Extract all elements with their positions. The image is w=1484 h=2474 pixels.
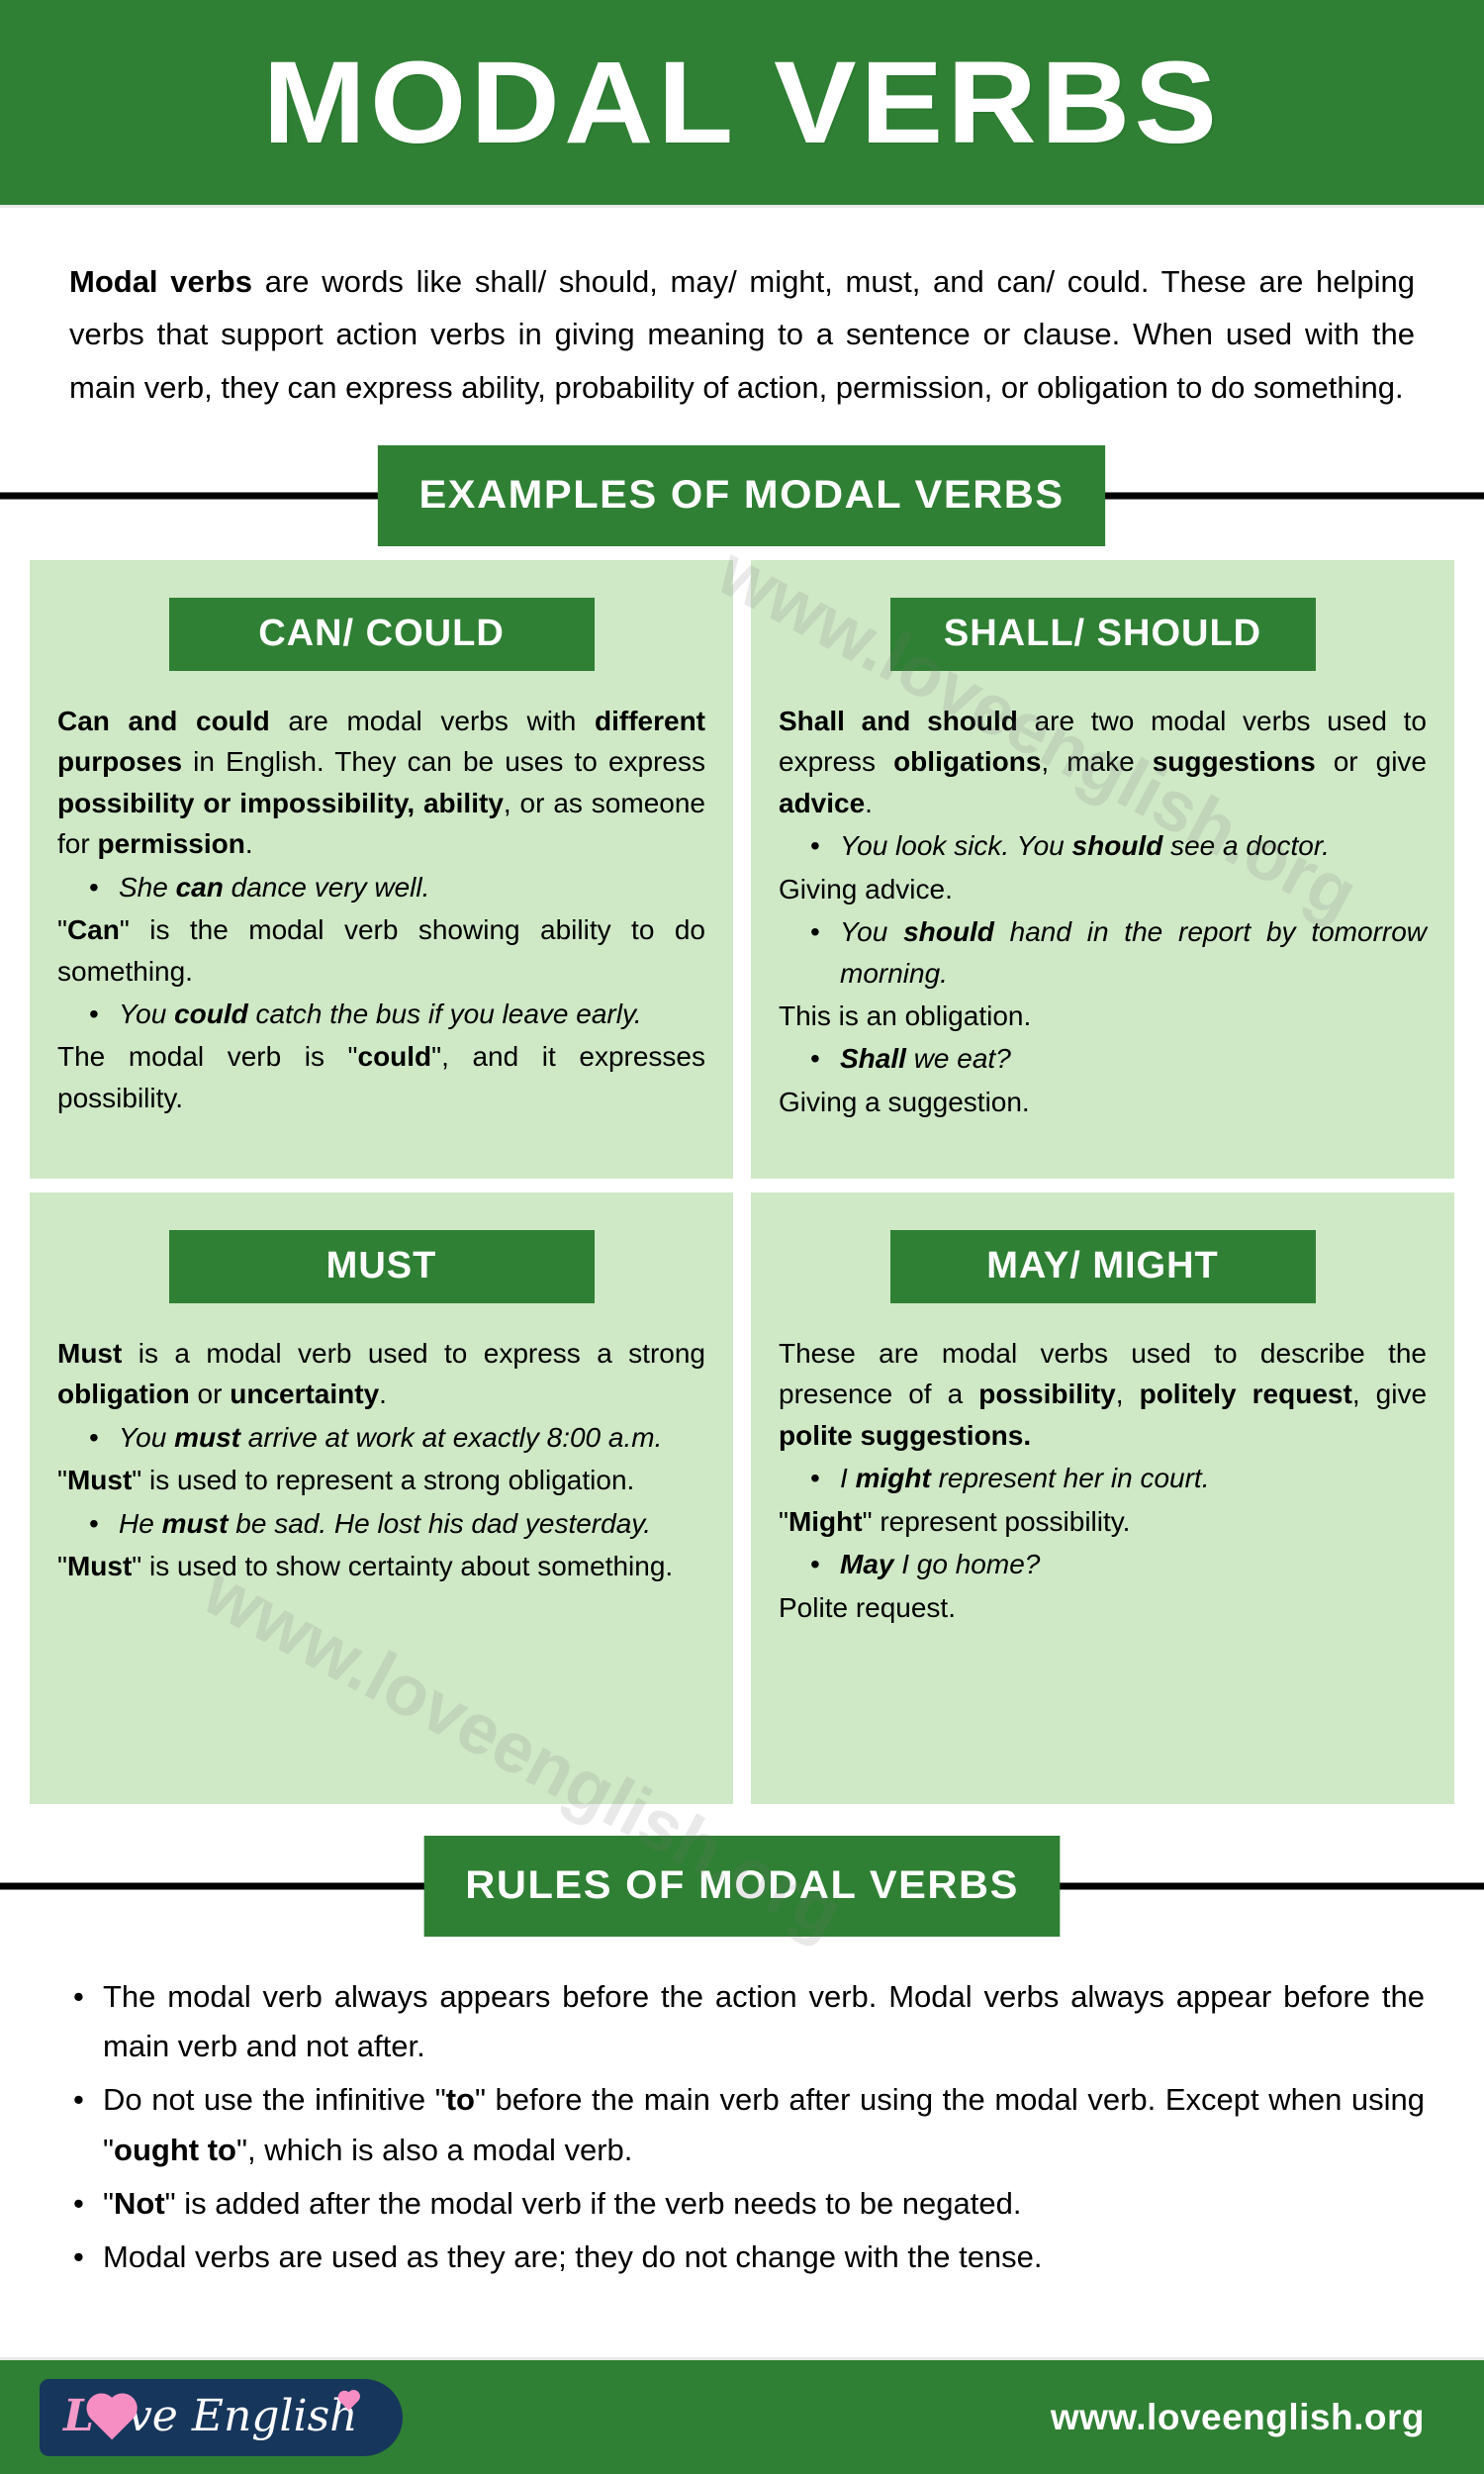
example-bullet: He must be sad. He lost his dad yesterda… xyxy=(57,1503,705,1544)
example-bullet: You should hand in the report by tomorro… xyxy=(779,911,1427,994)
examples-section-banner: EXAMPLES OF MODAL VERBS xyxy=(0,441,1484,550)
intro-paragraph: Modal verbs are words like shall/ should… xyxy=(69,255,1415,414)
example-bullet: You could catch the bus if you leave ear… xyxy=(57,994,705,1034)
example-bullet: You must arrive at work at exactly 8:00 … xyxy=(57,1417,705,1458)
rule-item: Do not use the infinitive "to" before th… xyxy=(59,2075,1425,2174)
card-title-may-might: MAY/ MIGHT xyxy=(889,1229,1316,1303)
card-may-might: MAY/ MIGHT These are modal verbs used to… xyxy=(751,1191,1454,1804)
examples-banner-label: EXAMPLES OF MODAL VERBS xyxy=(378,444,1106,546)
footer-website-url[interactable]: www.loveenglish.org xyxy=(1050,2396,1425,2437)
modal-verb-cards-grid: CAN/ COULD Can and could are modal verbs… xyxy=(30,559,1454,1804)
explanation-paragraph: Polite request. xyxy=(779,1591,956,1623)
card-body-may-might: These are modal verbs used to describe t… xyxy=(779,1333,1427,1628)
card-title-can-could: CAN/ COULD xyxy=(168,597,595,671)
explanation-paragraph: Can and could are modal verbs with diffe… xyxy=(57,705,705,860)
explanation-paragraph: Shall and should are two modal verbs use… xyxy=(779,705,1428,818)
explanation-paragraph: "Might" represent possibility. xyxy=(779,1505,1131,1537)
rule-item: "Not" is added after the modal verb if t… xyxy=(59,2179,1425,2229)
explanation-paragraph: This is an obligation. xyxy=(779,1000,1032,1031)
card-title-must: MUST xyxy=(168,1229,595,1303)
card-can-could: CAN/ COULD Can and could are modal verbs… xyxy=(30,559,733,1179)
rules-section-banner: RULES OF MODAL VERBS xyxy=(0,1832,1484,1941)
example-bullet: You look sick. You should see a doctor. xyxy=(779,825,1427,866)
rule-item: The modal verb always appears before the… xyxy=(59,1972,1425,2071)
page-title: MODAL VERBS xyxy=(262,37,1222,168)
example-bullet: May I go home? xyxy=(779,1544,1427,1584)
explanation-paragraph: "Must" is used to represent a strong obl… xyxy=(57,1465,635,1496)
card-title-shall-should: SHALL/ SHOULD xyxy=(889,597,1316,671)
example-bullet: She can dance very well. xyxy=(57,867,705,907)
card-body-can-could: Can and could are modal verbs with diffe… xyxy=(57,701,705,1118)
logo-rest-text: ve English xyxy=(127,2390,358,2441)
explanation-paragraph: Giving a suggestion. xyxy=(779,1086,1030,1117)
heart-icon xyxy=(90,2397,134,2439)
explanation-paragraph: "Must" is used to show certainty about s… xyxy=(57,1551,674,1582)
header-bar: MODAL VERBS xyxy=(0,0,1484,208)
explanation-paragraph: Must is a modal verb used to express a s… xyxy=(57,1337,705,1410)
example-bullet: I might represent her in court. xyxy=(779,1458,1427,1498)
card-shall-should: SHALL/ SHOULD Shall and should are two m… xyxy=(751,559,1454,1179)
explanation-paragraph: Giving advice. xyxy=(779,873,953,904)
intro-text: are words like shall/ should, may/ might… xyxy=(69,264,1415,405)
rules-banner-label: RULES OF MODAL VERBS xyxy=(423,1835,1061,1937)
explanation-paragraph: These are modal verbs used to describe t… xyxy=(779,1337,1428,1451)
example-bullet: Shall we eat? xyxy=(779,1038,1427,1079)
explanation-paragraph: The modal verb is "could", and it expres… xyxy=(57,1041,705,1113)
rules-list: The modal verb always appears before the… xyxy=(59,1972,1425,2283)
card-must: MUST Must is a modal verb used to expres… xyxy=(30,1191,733,1804)
card-body-shall-should: Shall and should are two modal verbs use… xyxy=(779,701,1427,1122)
card-body-must: Must is a modal verb used to express a s… xyxy=(57,1333,705,1587)
intro-lead: Modal verbs xyxy=(69,264,252,299)
rule-item: Modal verbs are used as they are; they d… xyxy=(59,2233,1425,2282)
explanation-paragraph: "Can" is the modal verb showing ability … xyxy=(57,914,705,987)
